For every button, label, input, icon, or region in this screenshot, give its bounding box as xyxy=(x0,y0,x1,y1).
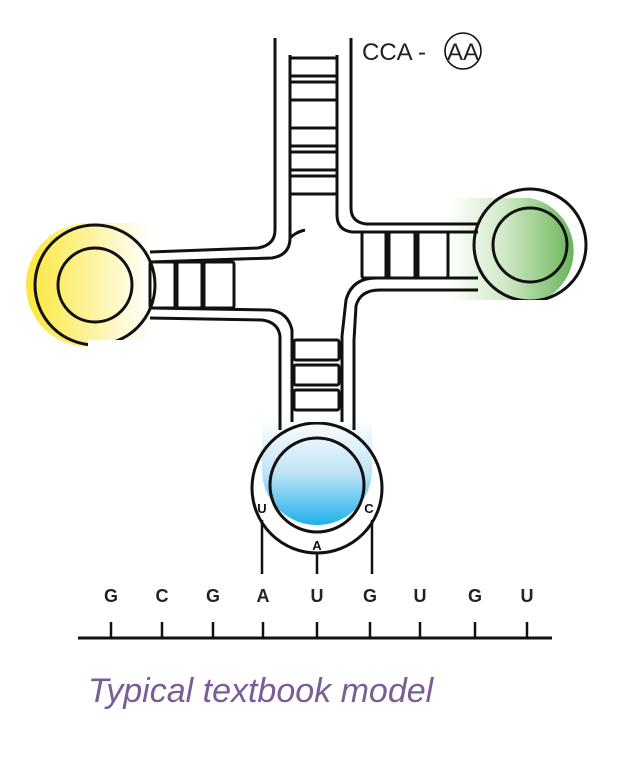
anticodon-stem-pairs xyxy=(292,338,341,412)
mrna-base: U xyxy=(414,586,427,606)
mrna-base: U xyxy=(311,586,324,606)
mrna-base: U xyxy=(521,586,534,606)
mrna-base: G xyxy=(468,586,482,606)
d-loop xyxy=(26,223,158,350)
mrna-base: G xyxy=(206,586,220,606)
mrna-base: A xyxy=(257,586,270,606)
figure-caption: Typical textbook model xyxy=(88,672,434,710)
anticodon-base-2: A xyxy=(312,538,322,553)
trna-backbone xyxy=(149,38,478,430)
mrna-base: G xyxy=(104,586,118,606)
anticodon-bases: U A C xyxy=(257,501,374,553)
amino-acid-label: AA xyxy=(447,39,479,66)
t-stem-pairs xyxy=(360,230,450,280)
codon-pairing-lines xyxy=(260,520,374,574)
cca-label: CCA - xyxy=(362,39,426,66)
mrna-base: C xyxy=(156,586,169,606)
acceptor-stem-pairs xyxy=(288,56,339,196)
mrna-base: G xyxy=(363,586,377,606)
t-loop xyxy=(450,187,588,310)
anticodon-base-1: U xyxy=(257,501,266,516)
anticodon-base-3: C xyxy=(364,501,374,516)
d-stem-pairs xyxy=(148,260,236,310)
acceptor-label: CCA - AA xyxy=(362,32,482,70)
